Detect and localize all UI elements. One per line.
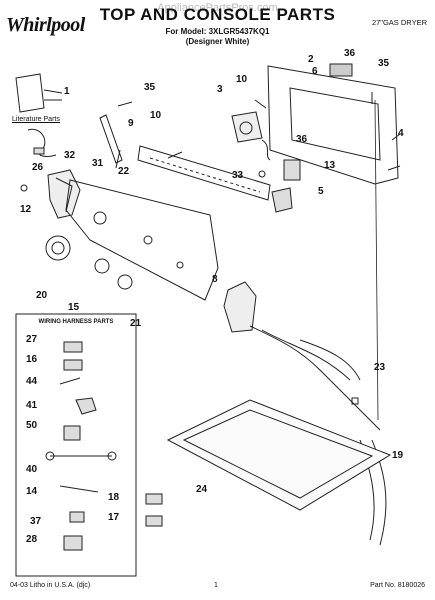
callout: 13	[324, 160, 336, 171]
part-33	[258, 170, 266, 178]
callout: 2	[308, 54, 314, 65]
backsplash-2	[267, 65, 399, 185]
brand-logo: Whirlpool	[6, 14, 85, 36]
callout: 24	[196, 484, 208, 495]
harness-part-41	[75, 397, 97, 415]
part-36-top	[329, 63, 353, 77]
callout: 17	[108, 512, 120, 523]
screw-10	[167, 151, 183, 159]
harness-part-27	[63, 341, 83, 353]
model-info: For Model: 3XLGR5437KQ1 (Designer White)	[0, 27, 435, 47]
harness-box-title: WIRING HARNESS PARTS	[38, 319, 114, 325]
bracket-9	[137, 145, 271, 201]
top-panel-24	[166, 399, 392, 511]
callout: 18	[108, 492, 120, 503]
callout: 19	[392, 450, 404, 461]
footer-page-number: 1	[214, 582, 218, 589]
callout: 1	[64, 86, 70, 97]
screw-4	[387, 165, 401, 171]
callout: 3	[217, 84, 223, 95]
part-23	[351, 397, 359, 405]
callout: 6	[312, 66, 318, 77]
screw-10-right	[254, 99, 267, 109]
screw-35-left	[117, 101, 133, 107]
part-36-mid	[261, 139, 271, 161]
callout: 12	[20, 204, 32, 215]
knob-15	[94, 258, 110, 274]
callout: 15	[68, 302, 80, 313]
knob-26	[47, 169, 81, 219]
callout: 36	[296, 134, 308, 145]
harness-part-44	[59, 377, 81, 385]
callout: 36	[344, 48, 356, 59]
callout: 8	[212, 274, 218, 285]
literature-parts-label: Literature Parts	[12, 116, 60, 123]
harness-part-37	[69, 511, 85, 523]
callout: 27	[26, 334, 38, 345]
harness-part-28	[63, 535, 83, 551]
callout: 22	[118, 166, 130, 177]
callout: 44	[26, 376, 38, 387]
callout: 9	[128, 118, 134, 129]
knob-20	[45, 235, 71, 261]
callout: 5	[318, 186, 324, 197]
callout: 20	[36, 290, 48, 301]
callout: 35	[144, 82, 156, 93]
harness-part-17	[145, 515, 163, 527]
callout: 50	[26, 420, 38, 431]
variant-line: (Designer White)	[185, 37, 250, 46]
knob-21	[117, 274, 133, 290]
harness-part-14	[59, 485, 99, 493]
part-13	[283, 159, 301, 181]
switch-3	[231, 111, 263, 143]
callout: 40	[26, 464, 38, 475]
console-panel	[65, 179, 219, 301]
wire-harness	[249, 325, 381, 431]
footer-litho: 04-03 Litho in U.S.A. (djc)	[10, 582, 91, 589]
callout: 26	[32, 162, 44, 173]
callout: 41	[26, 400, 38, 411]
model-line: For Model: 3XLGR5437KQ1	[165, 27, 270, 36]
product-type: 27"GAS DRYER	[371, 18, 427, 27]
harness-part-16	[63, 359, 83, 371]
callout: 23	[374, 362, 386, 373]
watermark: AppliancePartsPros.com	[157, 2, 278, 14]
callout: 14	[26, 486, 38, 497]
wiring-harness-box	[15, 313, 137, 577]
callout: 35	[378, 58, 390, 69]
callout: 21	[130, 318, 142, 329]
callout: 4	[398, 128, 404, 139]
callout: 31	[92, 158, 104, 169]
end-cap-8	[223, 281, 257, 333]
ground-wire	[374, 99, 379, 421]
harness-part-50	[63, 425, 81, 441]
callout: 28	[26, 534, 38, 545]
bracket-22	[99, 114, 123, 164]
part-5	[271, 187, 293, 213]
harness-part-18	[145, 493, 163, 505]
callout: 37	[30, 516, 42, 527]
callout: 32	[64, 150, 76, 161]
callout: 33	[232, 170, 244, 181]
callout: 10	[236, 74, 248, 85]
page-title: TOP AND CONSOLE PARTS	[99, 5, 336, 24]
callout: 10	[150, 110, 162, 121]
footer-part-number: Part No. 8180026	[370, 582, 425, 589]
literature-booklet	[15, 73, 45, 113]
callout: 16	[26, 354, 38, 365]
screw-12	[20, 184, 28, 192]
